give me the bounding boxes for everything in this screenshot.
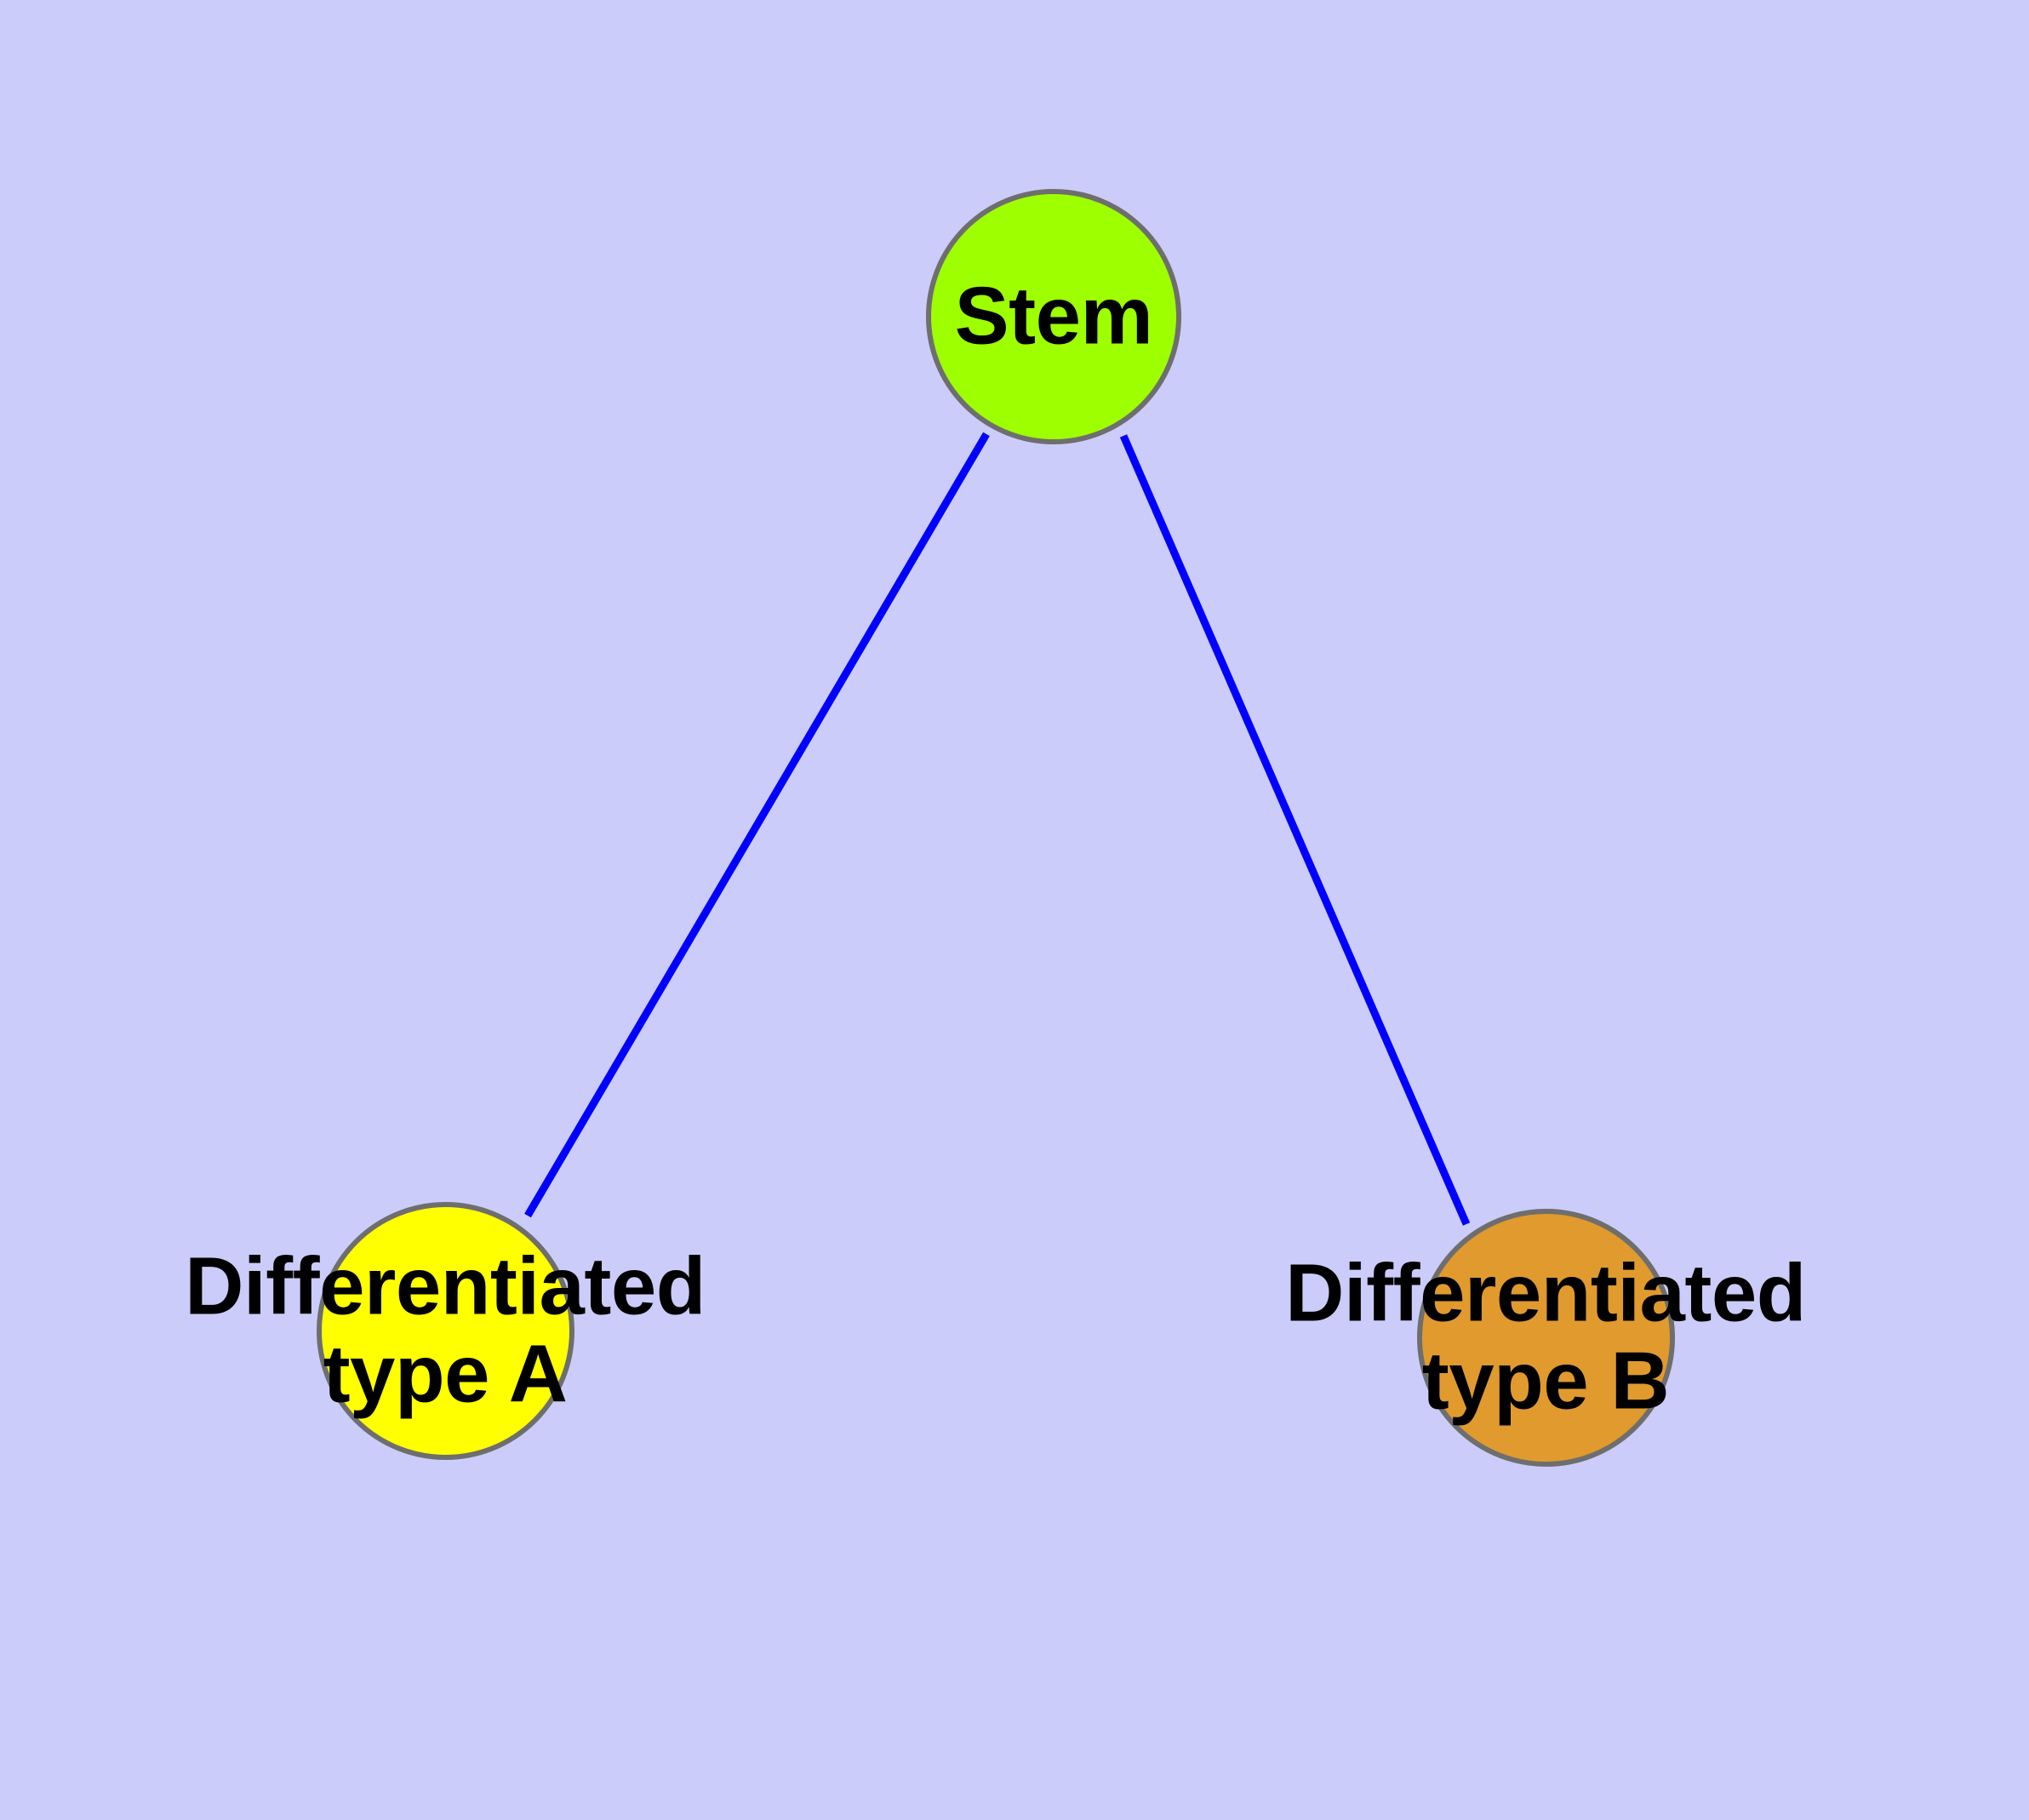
node-stem[interactable] xyxy=(926,189,1181,444)
node-differentiated-type-b[interactable] xyxy=(1417,1209,1675,1467)
node-differentiated-type-a[interactable] xyxy=(317,1202,574,1460)
edge-stem-to-differentiated-b xyxy=(1119,434,1471,1226)
edge-stem-to-differentiated-a xyxy=(524,432,990,1218)
